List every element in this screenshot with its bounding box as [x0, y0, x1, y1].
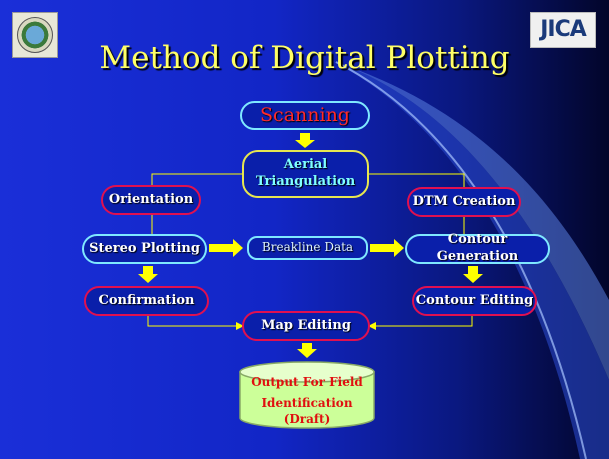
line-confirm-mapedit [147, 316, 244, 330]
logo-emblem-left [12, 12, 58, 58]
step-dtm-creation: DTM Creation [407, 187, 521, 217]
aerial-line1: Aerial [283, 157, 328, 173]
step-contour-generation: Contour Generation [405, 232, 550, 264]
output-line1: Output For Field [251, 374, 363, 389]
line-aerial-orientation [151, 173, 242, 185]
arrow-contgen-contedit [463, 266, 483, 283]
step-confirmation: Confirmation [84, 286, 209, 316]
seal-icon [17, 17, 53, 53]
step-breakline-data: Breakline Data [247, 236, 368, 260]
slide-title: Method of Digital Plotting [99, 40, 510, 76]
step-aerial-triangulation: Aerial Triangulation [242, 150, 369, 198]
step-scanning: Scanning [240, 101, 370, 130]
aerial-line2: Triangulation [255, 174, 356, 189]
line-aerial-dtm [369, 173, 465, 187]
arrow-stereo-breakline [209, 239, 243, 257]
output-line2: Identification (Draft) [261, 396, 353, 426]
step-contour-editing: Contour Editing [412, 286, 537, 316]
output-cylinder-icon [239, 361, 375, 429]
step-output-draft: Output For Field Identification (Draft) [238, 360, 376, 430]
arrow-breakline-contgen [370, 239, 404, 257]
arrow-mapedit-output [297, 343, 317, 358]
arrow-scan-aerial [295, 133, 315, 148]
step-stereo-plotting: Stereo Plotting [82, 234, 207, 264]
step-map-editing: Map Editing [242, 311, 370, 341]
arrow-stereo-confirm [138, 266, 158, 283]
logo-jica: JICA [530, 12, 596, 48]
line-contouredit-mapedit [368, 316, 473, 330]
step-orientation: Orientation [101, 185, 201, 215]
